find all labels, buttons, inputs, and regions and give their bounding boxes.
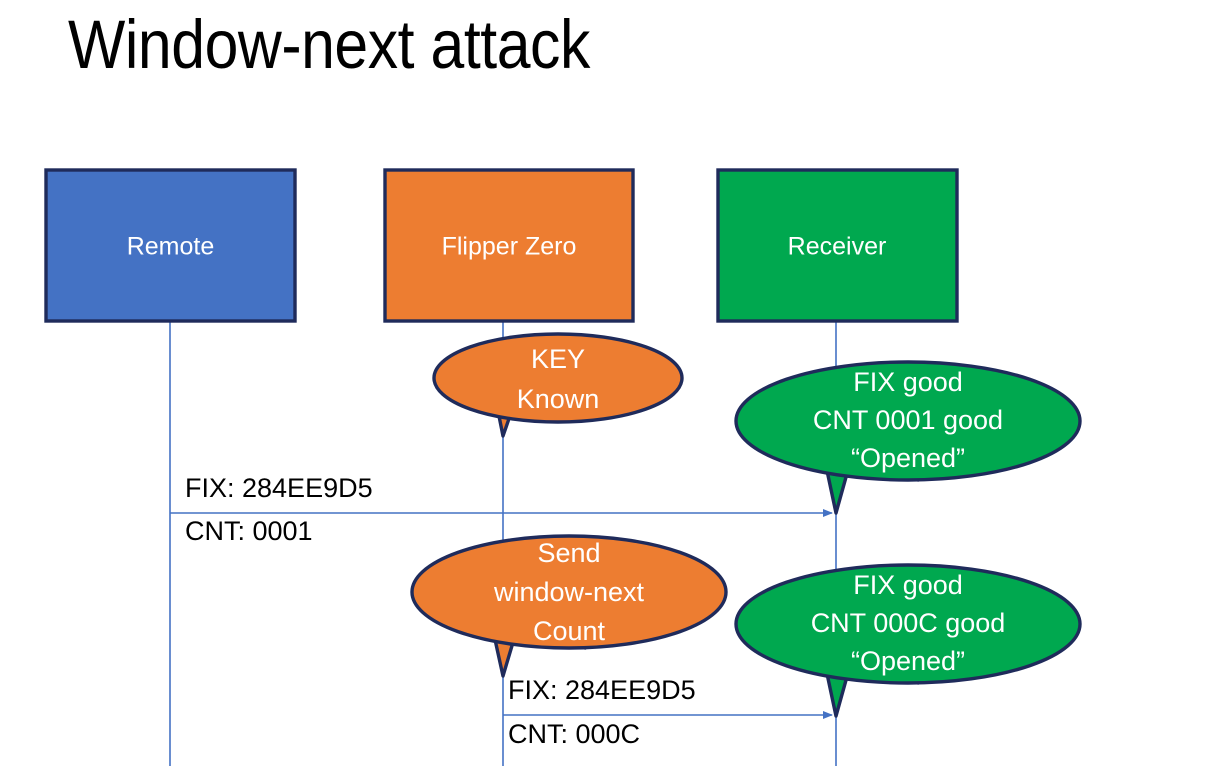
callout-send-window-next-count-bubble[interactable]: [410, 534, 728, 650]
callout-key-known-bubble[interactable]: [432, 332, 684, 424]
callout-fix-good-000c-line-1: FIX good: [853, 570, 963, 600]
callout-fix-good-000c-line-3: “Opened”: [851, 646, 965, 676]
actor-label-flipper-zero: Flipper Zero: [442, 233, 577, 261]
messages-group: [170, 509, 833, 719]
actor-receiver[interactable]: Receiver: [716, 168, 959, 323]
callout-send-window-next-count-line-1: Send: [537, 538, 600, 568]
message-label-remote-cnt: CNT: 0001: [185, 516, 313, 546]
callout-fix-good-0001-line-1: FIX good: [853, 367, 963, 397]
callout-fix-good-0001-line-3: “Opened”: [851, 443, 965, 473]
callout-fix-good-000c-bubble[interactable]: [734, 563, 1082, 685]
callout-fix-good-0001-bubble[interactable]: [734, 360, 1082, 482]
actor-box-flipper-zero[interactable]: [383, 168, 635, 323]
callout-key-known[interactable]: KEY Known: [432, 332, 684, 438]
callout-fix-good-0001[interactable]: FIX good CNT 0001 good “Opened”: [734, 360, 1082, 515]
callout-send-window-next-count-line-2: window-next: [493, 577, 645, 607]
actor-flipper-zero[interactable]: Flipper Zero: [383, 168, 635, 323]
page-title: Window-next attack: [68, 6, 590, 83]
actor-box-receiver[interactable]: [716, 168, 959, 323]
actor-remote[interactable]: Remote: [44, 168, 297, 323]
actor-label-receiver: Receiver: [788, 233, 887, 261]
actor-label-remote: Remote: [127, 233, 215, 261]
message-label-flipper-fix: FIX: 284EE9D5: [508, 675, 696, 705]
callout-send-window-next-count-line-3: Count: [533, 616, 606, 646]
callout-key-known-line-2: Known: [517, 384, 600, 414]
message-labels-group: FIX: 284EE9D5 CNT: 0001 FIX: 284EE9D5 CN…: [185, 473, 696, 749]
callout-key-known-line-1: KEY: [531, 344, 585, 374]
message-label-flipper-cnt: CNT: 000C: [508, 719, 640, 749]
callout-fix-good-000c[interactable]: FIX good CNT 000C good “Opened”: [734, 563, 1082, 718]
actor-box-remote[interactable]: [44, 168, 297, 323]
message-label-remote-fix: FIX: 284EE9D5: [185, 473, 373, 503]
callout-fix-good-0001-line-2: CNT 0001 good: [813, 405, 1003, 435]
callout-fix-good-000c-line-2: CNT 000C good: [811, 608, 1006, 638]
callout-send-window-next-count[interactable]: Send window-next Count: [410, 534, 728, 678]
